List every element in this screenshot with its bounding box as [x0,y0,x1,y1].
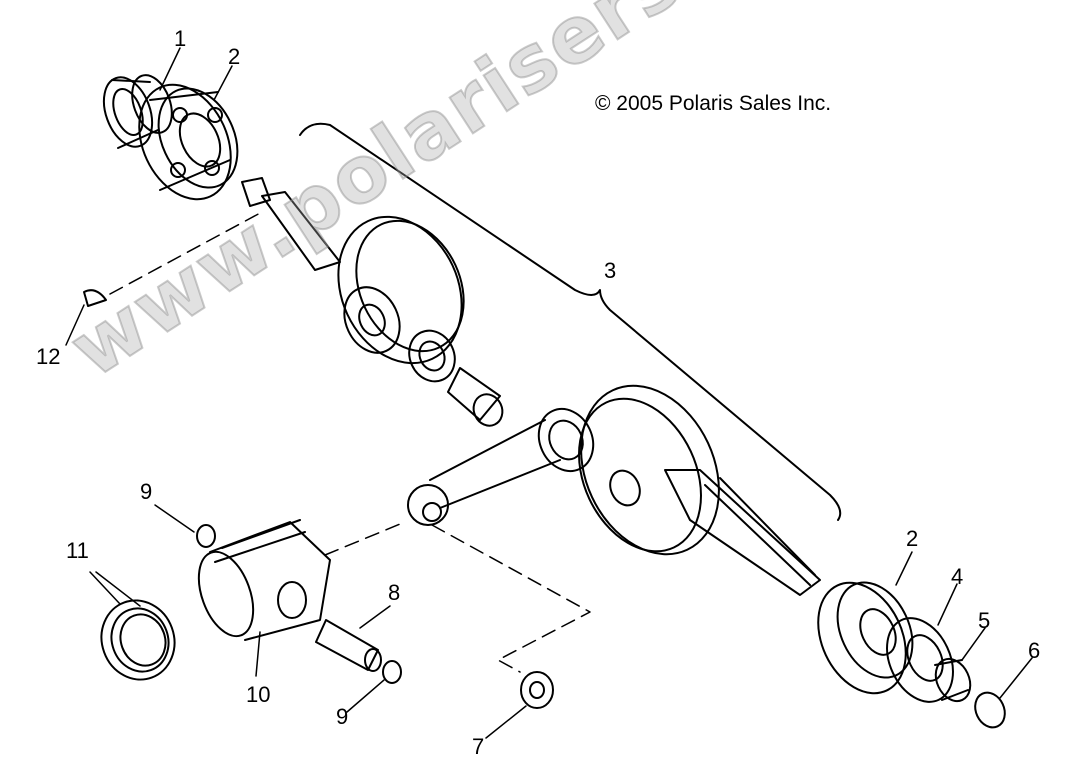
callout-1: 1 [174,26,187,51]
connecting-rod [407,407,595,526]
callout-9-lower: 9 [336,704,349,729]
leader-lines [65,47,1033,739]
callout-12: 12 [36,344,61,369]
part-6-nut [974,691,1006,729]
callout-2-lower: 2 [906,526,919,551]
part-3-bracket [299,122,842,521]
part-4-gear [886,617,954,703]
part-5-spacer [934,657,972,703]
callout-10: 10 [246,682,271,707]
part-3-crankshaft-left [241,177,504,427]
part-2-bearing-lower [817,581,914,695]
callout-11: 11 [66,538,89,563]
part-9-clip-upper [196,524,216,548]
part-12-woodruff-key [83,289,107,307]
callout-9-upper: 9 [140,479,153,504]
callout-3: 3 [604,258,617,283]
part-10-piston [197,519,331,641]
part-7-nut [520,671,554,709]
callout-5: 5 [978,608,991,633]
part-11-piston-rings [100,599,176,681]
callout-7: 7 [472,734,485,759]
part-2-bearing-upper [138,83,239,201]
callout-8: 8 [388,580,401,605]
part-3-crankshaft-right [578,384,821,596]
callout-2-upper: 2 [228,44,241,69]
callout-4: 4 [951,564,964,589]
part-9-clip-lower [382,660,402,684]
assembly-lines [109,211,591,673]
part-8-piston-pin [315,619,382,672]
copyright-text: © 2005 Polaris Sales Inc. [595,92,832,115]
callout-6: 6 [1028,638,1041,663]
part-1-oil-seal [102,74,173,149]
